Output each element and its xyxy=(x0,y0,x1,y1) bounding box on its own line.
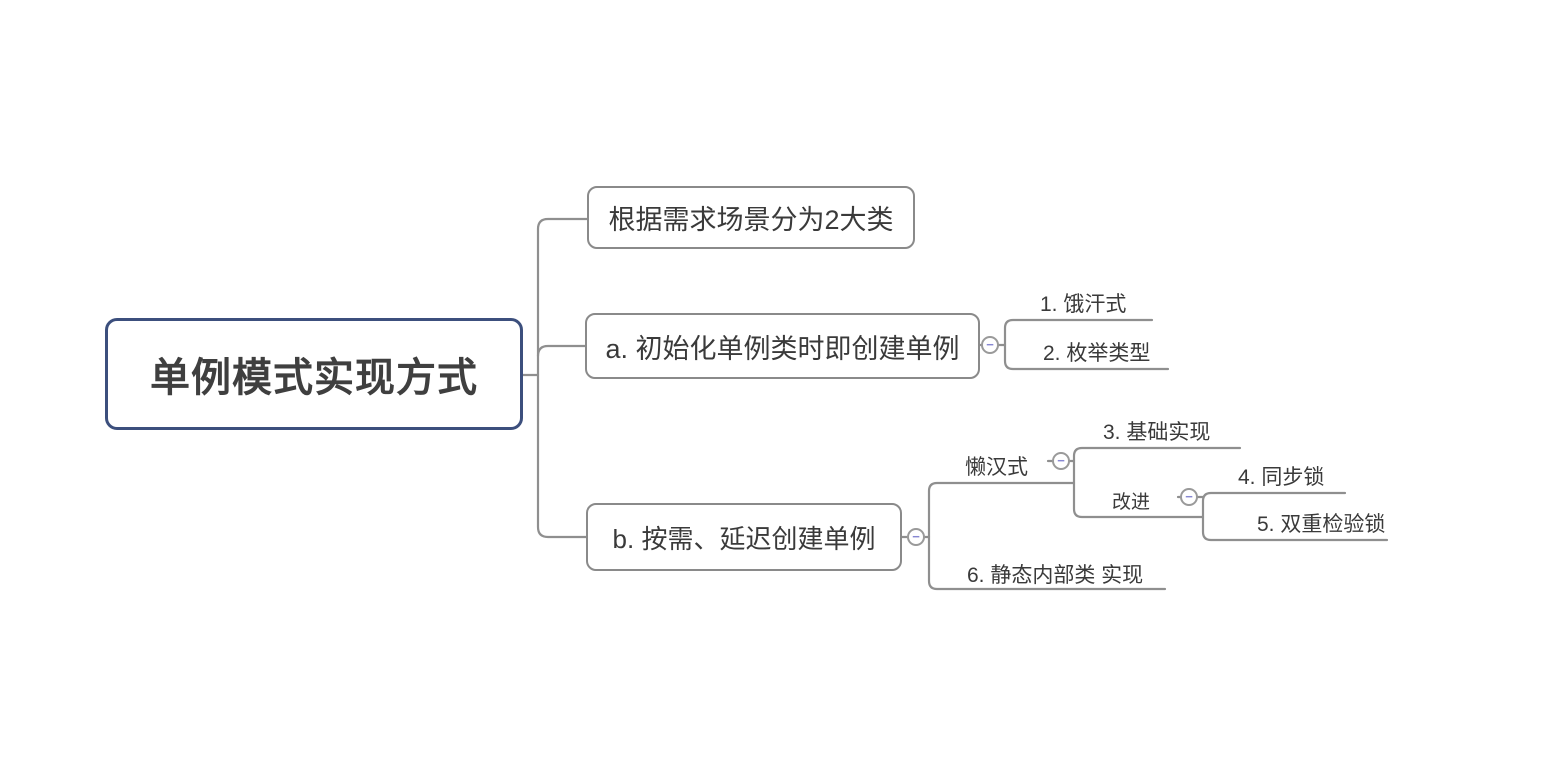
node-improve[interactable]: 改进 xyxy=(1112,492,1151,513)
minus-icon: − xyxy=(986,336,994,352)
minus-icon: − xyxy=(1185,488,1193,504)
node-eager[interactable]: a. 初始化单例类时即创建单例 xyxy=(585,313,980,379)
minus-icon: − xyxy=(1057,452,1065,468)
node-staticinner[interactable]: 6. 静态内部类 实现 xyxy=(967,564,1144,587)
node-doublecheck[interactable]: 5. 双重检验锁 xyxy=(1257,513,1386,536)
node-lazyman[interactable]: 懒汉式 xyxy=(965,456,1028,479)
node-scenario[interactable]: 根据需求场景分为2大类 xyxy=(587,186,915,249)
connector-bracket-eager-children xyxy=(1003,318,1170,371)
connector-bracket-improve-children xyxy=(1201,491,1389,542)
node-basic[interactable]: 3. 基础实现 xyxy=(1103,421,1211,444)
collapse-button-improve[interactable]: − xyxy=(1180,488,1198,506)
node-synclock[interactable]: 4. 同步锁 xyxy=(1238,466,1325,489)
collapse-button-lazyman[interactable]: − xyxy=(1052,452,1070,470)
connector-branch-eager xyxy=(536,344,587,358)
connector-bracket-lazy-children xyxy=(927,481,1167,591)
node-hungry[interactable]: 1. 饿汗式 xyxy=(1040,293,1127,316)
collapse-button-eager[interactable]: − xyxy=(981,336,999,354)
node-enum[interactable]: 2. 枚举类型 xyxy=(1043,342,1151,365)
node-lazy[interactable]: b. 按需、延迟创建单例 xyxy=(586,503,902,571)
connector-bracket-lazyman-children xyxy=(1072,446,1242,519)
collapse-button-lazy[interactable]: − xyxy=(907,528,925,546)
node-root[interactable]: 单例模式实现方式 xyxy=(105,318,523,430)
connector-trunk xyxy=(536,217,589,539)
minus-icon: − xyxy=(912,528,920,544)
